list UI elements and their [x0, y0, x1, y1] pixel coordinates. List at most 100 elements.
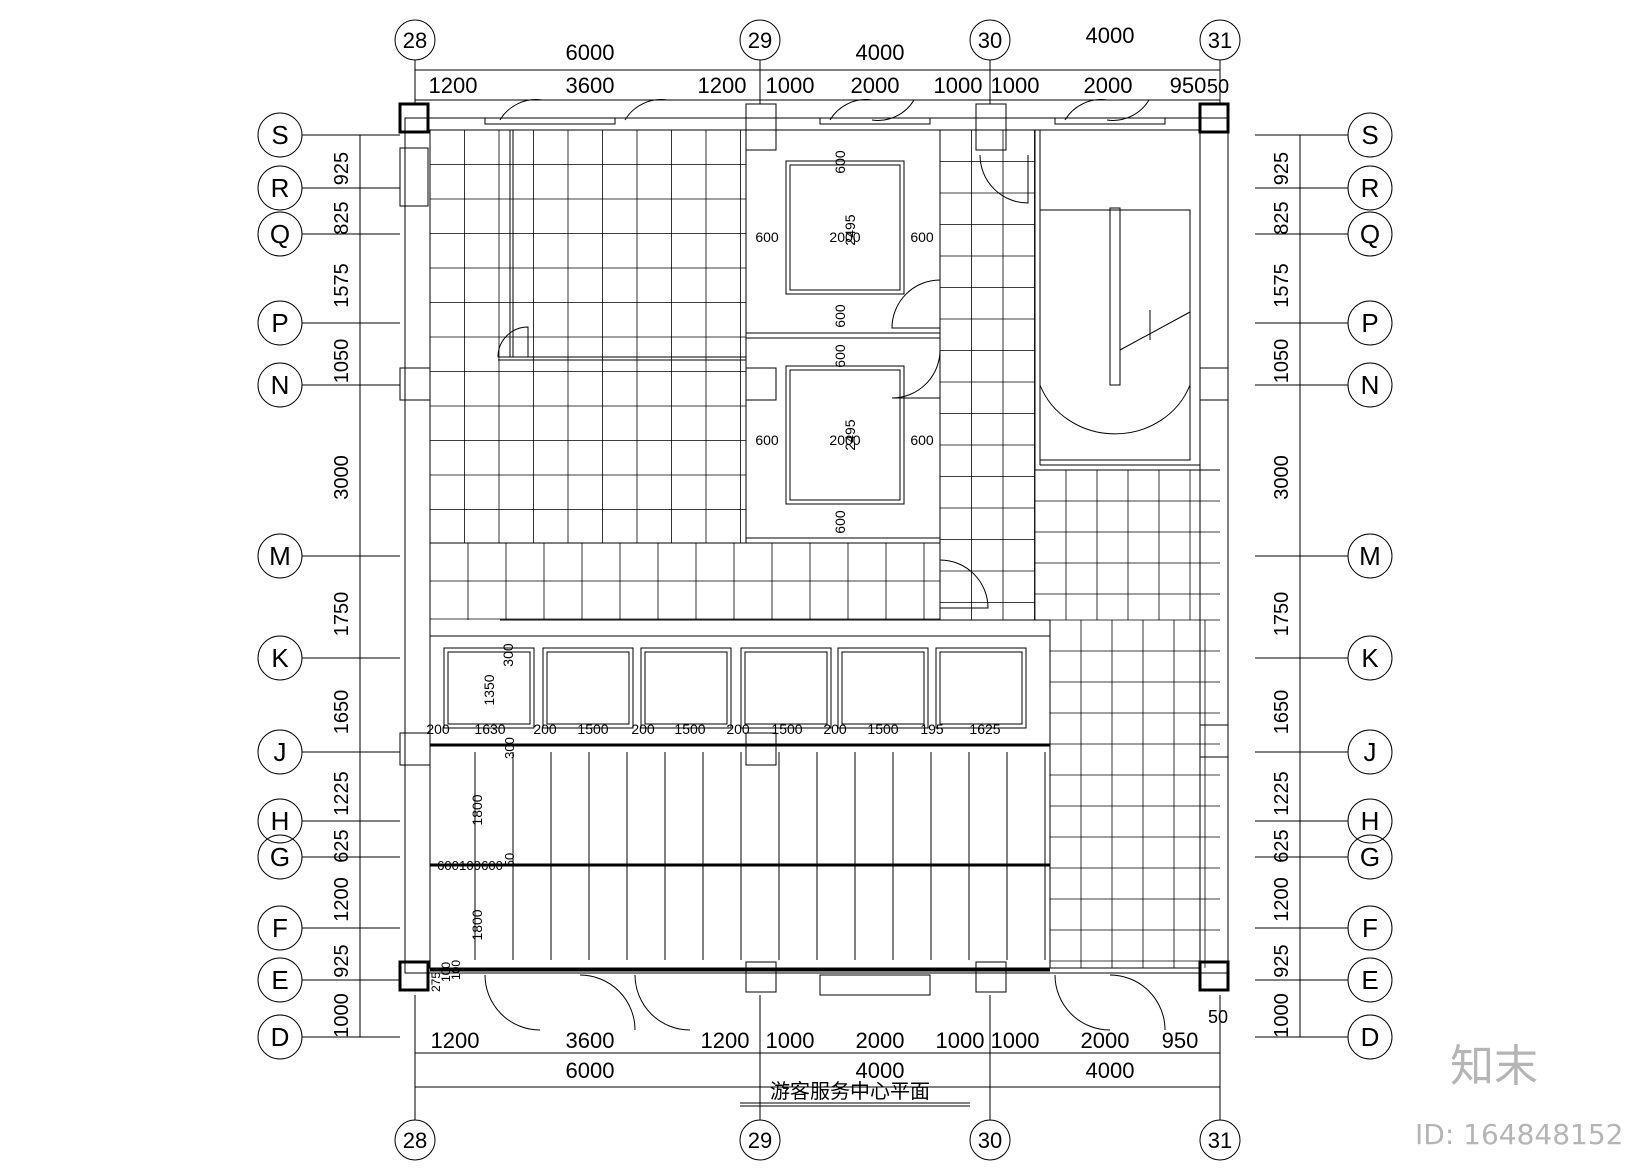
doors	[484, 99, 1166, 1031]
row-label: K	[271, 643, 289, 673]
side-dim: 925	[1271, 152, 1293, 185]
side-dim: 1050	[331, 339, 353, 384]
column	[398, 102, 430, 134]
row-label: J	[1364, 737, 1377, 767]
row-label: N	[1361, 370, 1380, 400]
side-dim: 1000	[331, 993, 353, 1038]
column-label: 29	[748, 1128, 772, 1153]
row-label: E	[1361, 965, 1378, 995]
room-dim: 600	[755, 432, 779, 448]
watermark-logo: 知末	[1450, 1041, 1538, 1092]
bottom-dim: 2000	[856, 1028, 905, 1053]
column	[1199, 367, 1229, 401]
bottom-dim: 1200	[431, 1028, 480, 1053]
top-dim: 950	[1170, 73, 1207, 98]
side-dim: 925	[331, 944, 353, 977]
side-dim: 925	[1271, 944, 1293, 977]
floor-tiles	[429, 129, 1220, 968]
bottom-dim: 3600	[566, 1028, 615, 1053]
column	[745, 732, 777, 766]
ceiling-dim: 200	[426, 721, 450, 737]
ceiling-panel	[939, 651, 1023, 725]
axis-lines	[257, 19, 1393, 1161]
row-label: K	[1361, 643, 1379, 673]
lower-dim: 50	[502, 853, 517, 867]
ceiling-dim: 300	[500, 643, 516, 667]
ceiling-panel	[841, 651, 925, 725]
ceiling-dim: 195	[920, 721, 944, 737]
row-label: G	[270, 842, 290, 872]
bottom-dim: 4000	[1086, 1058, 1135, 1083]
row-label: N	[271, 370, 290, 400]
ceiling-panel	[644, 651, 728, 725]
row-label: J	[274, 737, 287, 767]
bottom-dim-extra: 50	[1208, 1007, 1228, 1027]
ceiling-panel	[789, 369, 901, 501]
ceiling-panel	[789, 164, 901, 291]
row-label: S	[1361, 120, 1378, 150]
column-label: 29	[748, 28, 772, 53]
top-dim: 4000	[856, 40, 905, 65]
side-dim: 3000	[1271, 455, 1293, 500]
top-dim: 2000	[851, 73, 900, 98]
bottom-dim: 2000	[1081, 1028, 1130, 1053]
bottom-dim: 1200	[701, 1028, 750, 1053]
ceiling-panel	[744, 651, 828, 725]
room-dim: 600	[832, 150, 848, 174]
row-label: H	[271, 806, 290, 836]
column-label: 30	[978, 1128, 1002, 1153]
lower-dim: 600	[481, 858, 503, 873]
bottom-dim: 1000	[936, 1028, 985, 1053]
side-dim: 1200	[331, 877, 353, 922]
side-dim: 1050	[1271, 339, 1293, 384]
side-dim: 625	[1271, 829, 1293, 862]
room-dim: 2000	[829, 432, 860, 448]
bottom-dim: 6000	[566, 1058, 615, 1083]
column-label: 30	[978, 28, 1002, 53]
corner-dim: 100	[449, 960, 463, 980]
staircase	[1039, 207, 1191, 461]
top-dim: 2000	[1084, 73, 1133, 98]
row-label: P	[271, 308, 288, 338]
lower-dim: 600	[437, 858, 459, 873]
ceiling-dim: 1350	[481, 674, 497, 705]
bottom-dim: 1000	[766, 1028, 815, 1053]
side-dim: 1750	[1271, 592, 1293, 637]
ceiling-dim: 1500	[577, 721, 608, 737]
room-dim: 600	[832, 510, 848, 534]
room-dim: 600	[832, 344, 848, 368]
column	[1198, 102, 1230, 134]
column-label: 28	[403, 1128, 427, 1153]
side-dim: 925	[331, 152, 353, 185]
column	[398, 960, 430, 992]
lower-dim: 300	[502, 737, 517, 759]
row-label: M	[269, 541, 291, 571]
corner-dim: 100	[439, 962, 453, 982]
side-dim: 3000	[331, 455, 353, 500]
side-dim: 825	[1271, 201, 1293, 234]
row-label: D	[1361, 1022, 1380, 1052]
side-dim: 1575	[1271, 263, 1293, 308]
column	[745, 961, 777, 993]
room-dim: 2000	[829, 229, 860, 245]
top-dim: 1200	[698, 73, 747, 98]
row-label: H	[1361, 806, 1380, 836]
row-label: D	[271, 1022, 290, 1052]
column	[399, 732, 431, 766]
room-dim: 600	[910, 229, 934, 245]
labels: 游客服务中心平面	[770, 1080, 930, 1103]
row-label: P	[1361, 308, 1378, 338]
side-dim: 1650	[331, 690, 353, 735]
row-label: F	[1362, 913, 1378, 943]
column-label: 28	[403, 28, 427, 53]
row-label: G	[1360, 842, 1380, 872]
room-dim: 600	[755, 229, 779, 245]
room-dim: 2495	[842, 214, 858, 245]
side-dim: 1650	[1271, 690, 1293, 735]
top-dim-extra: 50	[1207, 76, 1229, 98]
top-dim: 4000	[1086, 23, 1135, 48]
bottom-dim: 1000	[991, 1028, 1040, 1053]
column	[745, 367, 777, 401]
